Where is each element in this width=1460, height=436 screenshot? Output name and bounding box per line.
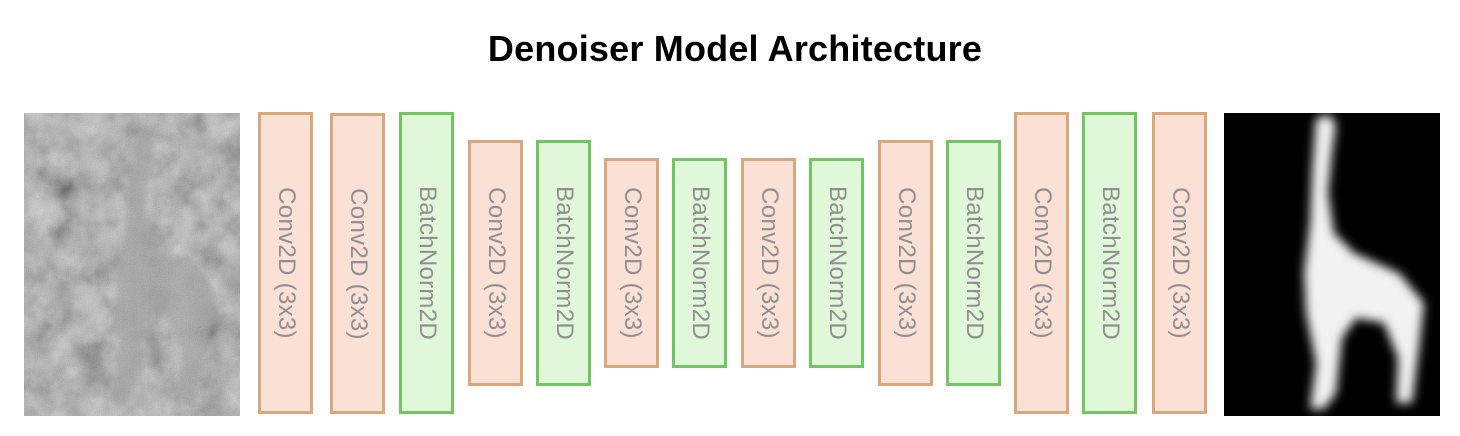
layer-conv2d-8: Conv2D (3x3) — [1152, 112, 1207, 414]
layer-label: Conv2D (3x3) — [755, 187, 783, 339]
layer-batchnorm2d-3: BatchNorm2D — [672, 158, 727, 368]
layer-label: BatchNorm2D — [1096, 185, 1124, 341]
layer-label: Conv2D (3x3) — [1028, 187, 1056, 339]
layer-batchnorm2d-1: BatchNorm2D — [399, 112, 454, 414]
layer-label: Conv2D (3x3) — [1166, 187, 1194, 339]
layer-label: Conv2D (3x3) — [618, 187, 646, 339]
layer-conv2d-1: Conv2D (3x3) — [258, 112, 313, 414]
layer-conv2d-3: Conv2D (3x3) — [468, 140, 523, 386]
layer-label: BatchNorm2D — [550, 185, 578, 341]
layer-batchnorm2d-2: BatchNorm2D — [536, 140, 591, 386]
layer-label: BatchNorm2D — [823, 185, 851, 341]
output-denoised-image — [1224, 113, 1440, 416]
layer-batchnorm2d-6: BatchNorm2D — [1082, 112, 1137, 414]
layer-conv2d-2: Conv2D (3x3) — [330, 113, 385, 414]
layer-label: Conv2D (3x3) — [482, 187, 510, 339]
layer-label: Conv2D (3x3) — [272, 187, 300, 339]
layer-batchnorm2d-4: BatchNorm2D — [809, 158, 864, 368]
layer-label: Conv2D (3x3) — [344, 187, 372, 340]
layer-batchnorm2d-5: BatchNorm2D — [946, 140, 1001, 386]
layer-conv2d-6: Conv2D (3x3) — [878, 140, 933, 386]
layer-label: BatchNorm2D — [960, 185, 988, 341]
layer-conv2d-7: Conv2D (3x3) — [1014, 112, 1069, 414]
layer-label: Conv2D (3x3) — [892, 187, 920, 339]
layer-conv2d-5: Conv2D (3x3) — [741, 158, 796, 368]
layer-label: BatchNorm2D — [413, 185, 441, 341]
layer-conv2d-4: Conv2D (3x3) — [604, 158, 659, 368]
diagram-title: Denoiser Model Architecture — [487, 28, 983, 69]
input-noisy-image — [24, 113, 240, 416]
layer-label: BatchNorm2D — [686, 185, 714, 341]
